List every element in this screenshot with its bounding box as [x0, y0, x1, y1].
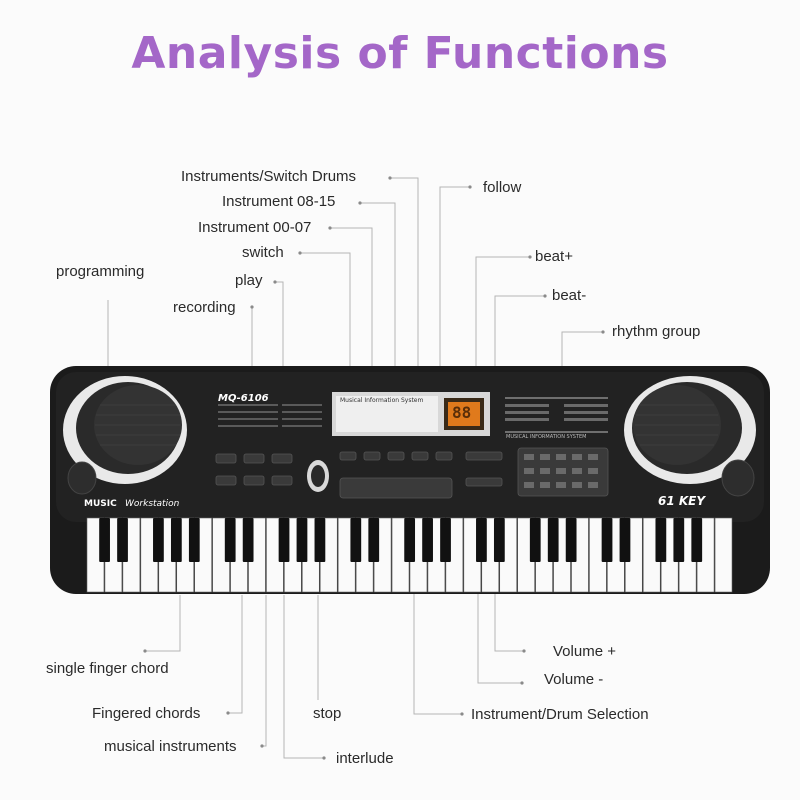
black-key[interactable] — [619, 518, 631, 562]
label-interlude: interlude — [336, 750, 394, 767]
label-fingered-chords: Fingered chords — [92, 705, 201, 722]
label-play: play — [235, 272, 263, 289]
label-stop: stop — [313, 705, 342, 722]
label-beat-minus: beat- — [552, 287, 587, 304]
black-key[interactable] — [547, 518, 559, 562]
black-key[interactable] — [278, 518, 290, 562]
black-key[interactable] — [493, 518, 505, 562]
lcd-digits: 88 — [452, 403, 472, 422]
right-speaker — [624, 376, 756, 497]
page-title: Analysis of Functions — [131, 28, 669, 79]
black-key[interactable] — [422, 518, 433, 562]
label-beat-plus: beat+ — [535, 248, 573, 265]
label-musical-instruments: musical instruments — [104, 738, 237, 755]
black-key[interactable] — [655, 518, 667, 562]
label-rhythm-group: rhythm group — [612, 323, 701, 340]
label-volume-minus: Volume - — [544, 671, 604, 688]
black-key[interactable] — [170, 518, 182, 562]
white-key[interactable] — [714, 517, 733, 593]
label-instrument-drum-selection: Instrument/Drum Selection — [471, 706, 649, 723]
black-key[interactable] — [476, 518, 487, 562]
black-key[interactable] — [242, 518, 254, 562]
black-key[interactable] — [224, 518, 236, 562]
black-key[interactable] — [314, 518, 326, 562]
brand-workstation: Workstation — [125, 499, 180, 509]
label-recording: recording — [173, 299, 236, 316]
black-key[interactable] — [350, 518, 362, 562]
label-instrument-08-15: Instrument 08-15 — [222, 193, 336, 210]
black-key[interactable] — [368, 518, 380, 562]
black-key[interactable] — [117, 518, 128, 562]
label-follow: follow — [483, 179, 522, 196]
left-buttons — [215, 453, 293, 486]
label-switch: switch — [242, 244, 284, 261]
black-keys — [99, 518, 703, 562]
black-key[interactable] — [601, 518, 613, 562]
label-volume-plus: Volume + — [553, 643, 616, 660]
center-buttons — [339, 451, 503, 499]
black-key[interactable] — [188, 518, 200, 562]
black-key[interactable] — [529, 518, 541, 562]
brand-music: MUSIC — [84, 499, 117, 509]
label-programming: programming — [56, 263, 145, 280]
left-speaker — [63, 376, 187, 495]
black-key[interactable] — [99, 518, 110, 562]
info-caption: MUSICAL INFORMATION SYSTEM — [506, 434, 587, 440]
black-key[interactable] — [296, 518, 308, 562]
black-key[interactable] — [565, 518, 577, 562]
label-single-finger-chord: single finger chord — [46, 660, 169, 677]
label-instruments-switch-drums: Instruments/Switch Drums — [181, 168, 357, 185]
black-key[interactable] — [673, 518, 685, 562]
black-key[interactable] — [440, 518, 451, 562]
black-key[interactable] — [153, 518, 164, 562]
key-badge: 61 KEY — [658, 494, 706, 508]
black-key[interactable] — [404, 518, 416, 562]
label-instrument-00-07: Instrument 00-07 — [198, 219, 312, 236]
display-caption: Musical Information System — [340, 397, 424, 404]
black-key[interactable] — [691, 518, 703, 562]
leader-dots — [143, 176, 605, 760]
model-name: MQ-6106 — [218, 393, 269, 404]
